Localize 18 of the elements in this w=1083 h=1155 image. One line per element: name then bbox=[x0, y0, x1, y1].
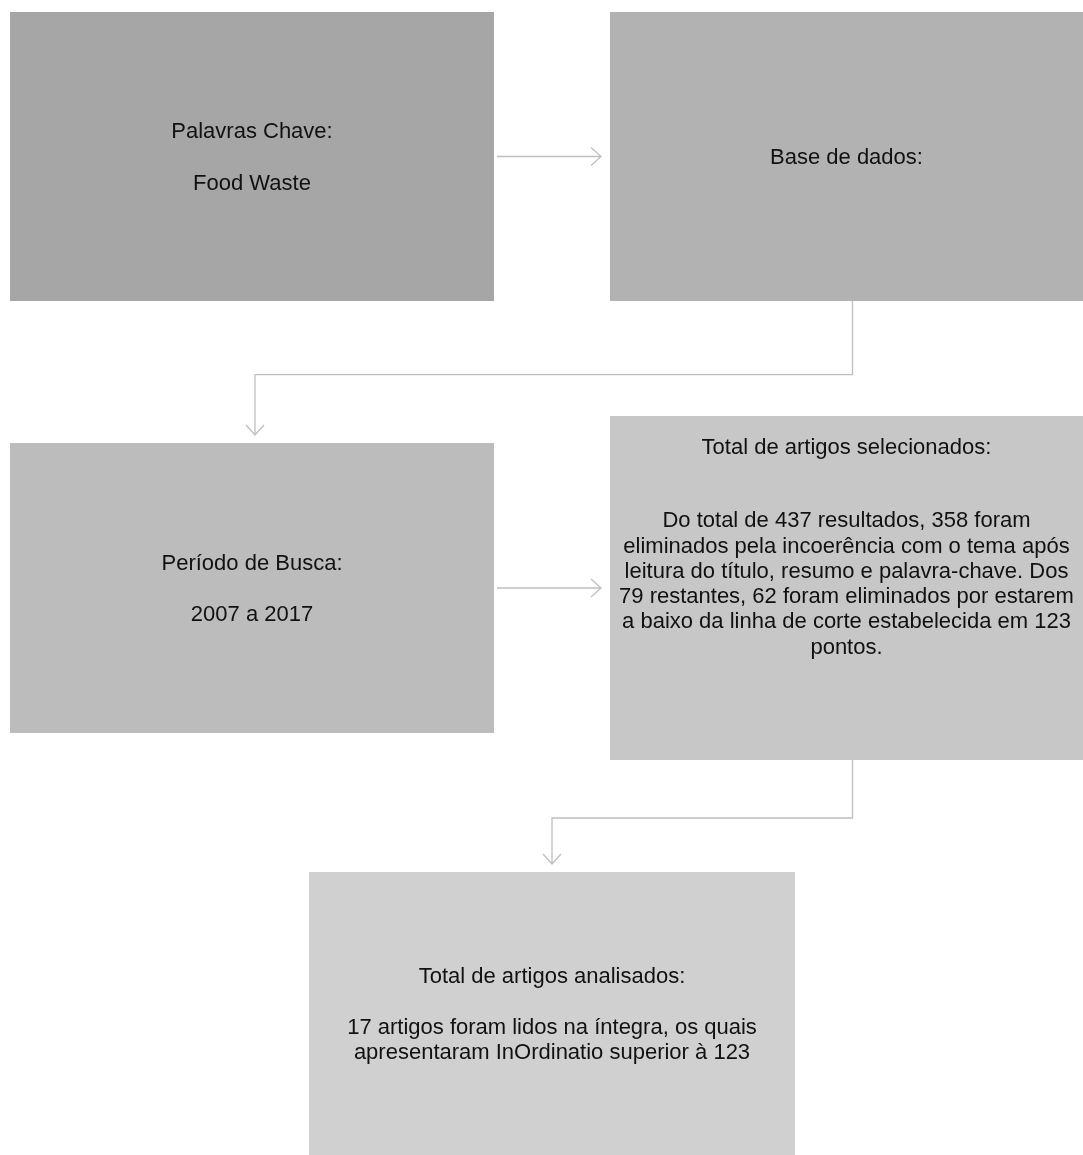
process-box bbox=[10, 12, 494, 301]
arrow bbox=[542, 759, 854, 865]
box-text: Food Waste bbox=[193, 169, 311, 195]
box-heading: Base de dados: bbox=[770, 143, 923, 170]
process-box bbox=[610, 12, 1083, 301]
box-text: 17 artigos foram lidos na íntegra, os quais apresentaram InOrdinatio superior à 123 bbox=[346, 1013, 758, 1065]
box-text: 2007 a 2017 bbox=[190, 601, 314, 627]
box-heading: Palavras Chave: bbox=[171, 118, 333, 144]
box-heading: Total de artigos analisados: bbox=[418, 962, 686, 988]
box-heading: Total de artigos selecionados: bbox=[701, 434, 992, 460]
process-box bbox=[610, 416, 1083, 760]
process-box bbox=[309, 872, 795, 1155]
arrow bbox=[496, 146, 602, 167]
arrow bbox=[245, 300, 854, 436]
process-box bbox=[10, 443, 494, 733]
arrow bbox=[496, 578, 602, 598]
box-text: Do total de 437 resultados, 358 foram eliminados pela incoerência com o tema após leitura do título, resumo e palavra-chave. Dos 79 restantes, 62 foram eliminados por estarem a baixo da linha de corte estabelecida em 123 pontos. bbox=[618, 507, 1075, 660]
box-heading: Período de Busca: bbox=[161, 549, 343, 575]
